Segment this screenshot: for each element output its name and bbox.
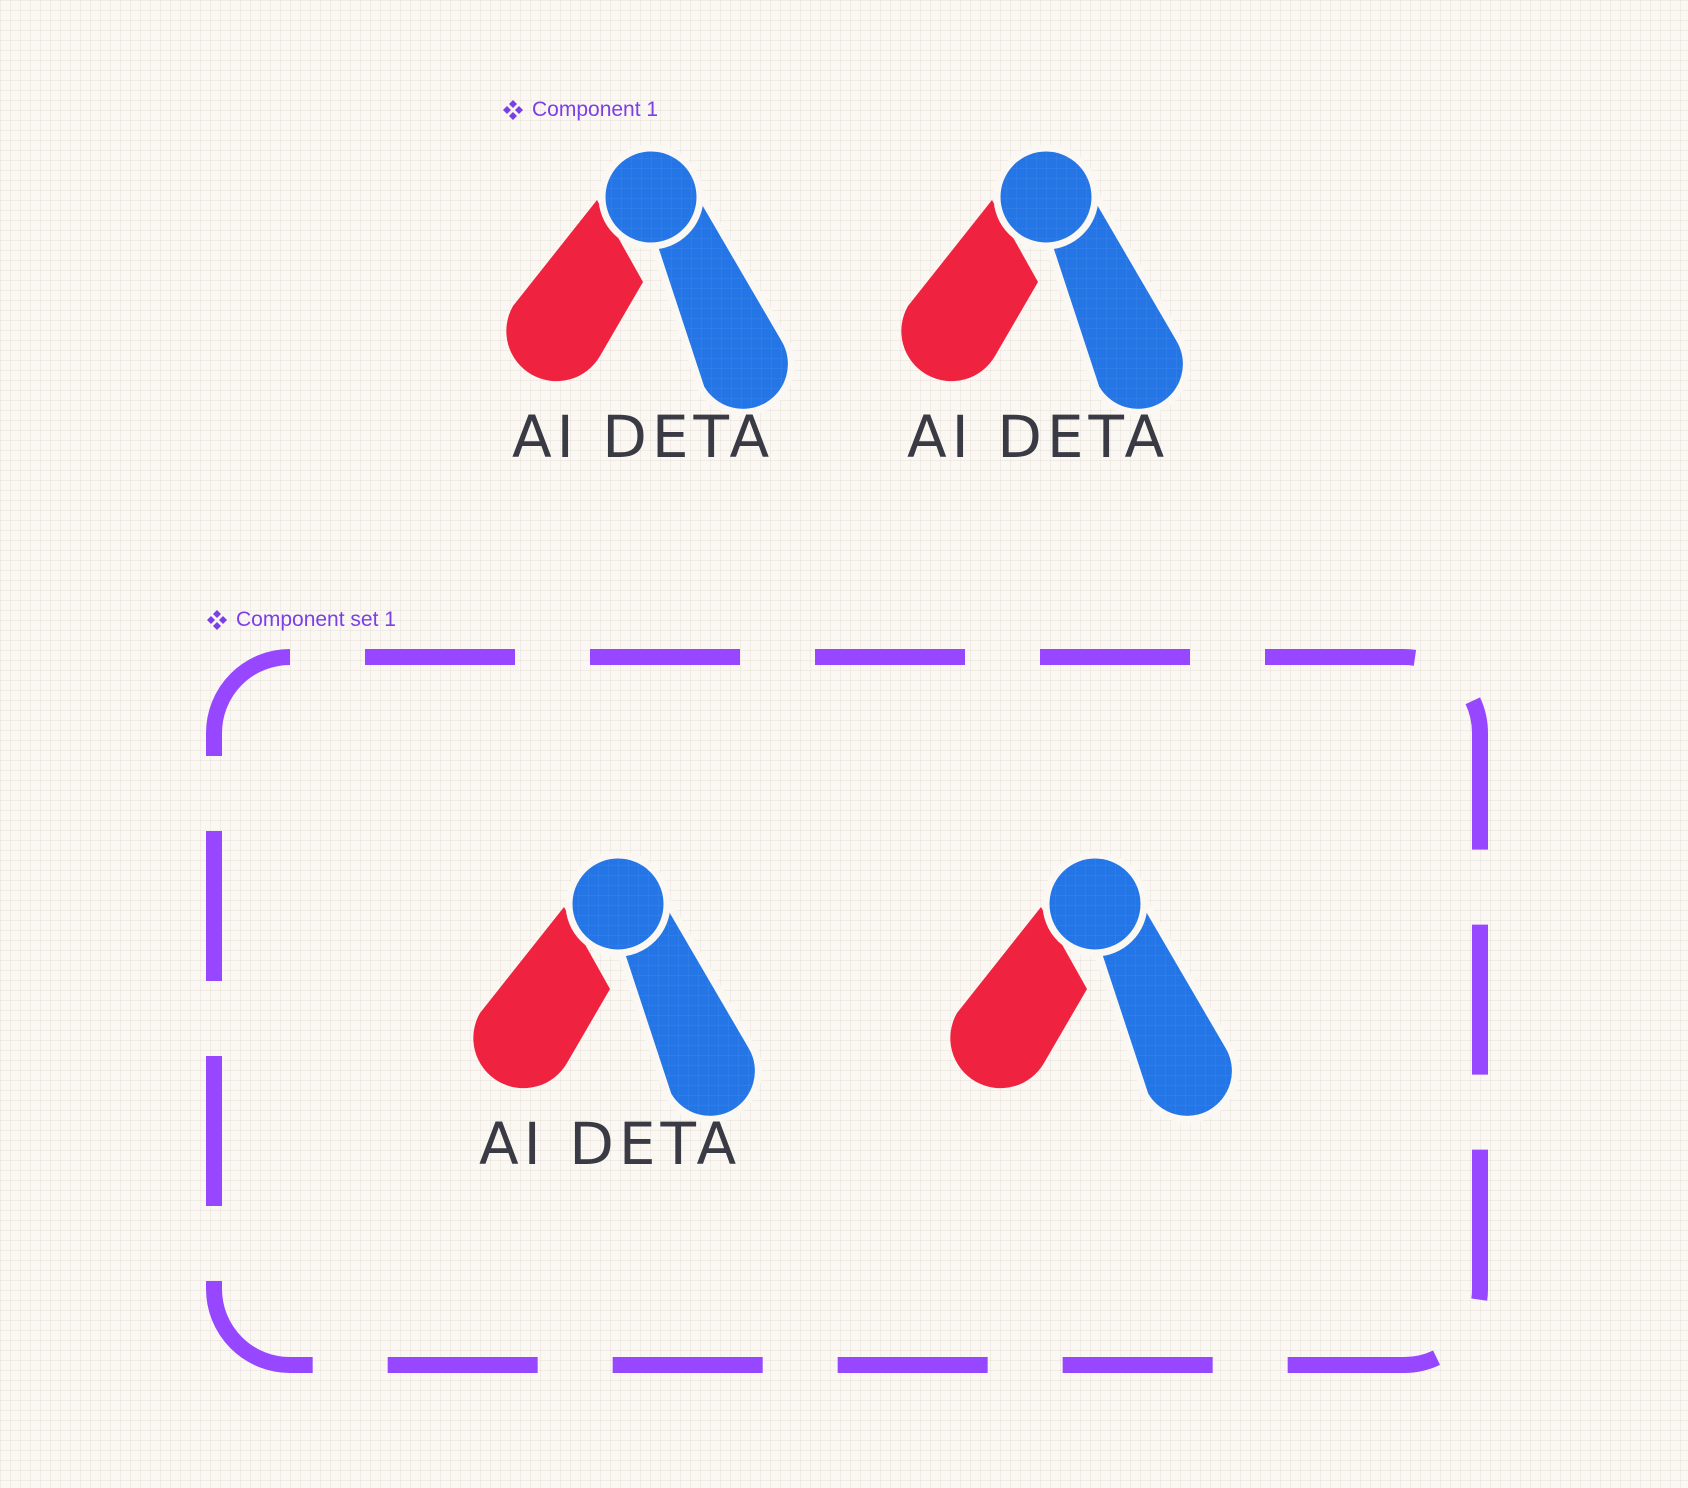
logo-mark-icon: [506, 144, 795, 416]
logo-mark-icon: [950, 851, 1239, 1123]
logo-variant-1[interactable]: AI DETA: [506, 144, 795, 471]
logo-variant-2[interactable]: AI DETA: [901, 144, 1190, 471]
component-set-label[interactable]: Component set 1: [206, 607, 396, 633]
logo-mark-icon: [473, 851, 762, 1123]
component-label[interactable]: Component 1: [502, 97, 658, 123]
logo-mark-icon: [901, 144, 1190, 416]
logo-text: AI DETA: [907, 403, 1169, 471]
logo-variant-4[interactable]: [950, 851, 1239, 1167]
logo-text: AI DETA: [512, 403, 774, 471]
component-set-label-text: Component set 1: [236, 608, 396, 631]
component-label-text: Component 1: [532, 98, 659, 121]
logo-variant-3[interactable]: AI DETA: [473, 851, 762, 1178]
logo-text: AI DETA: [479, 1110, 741, 1178]
